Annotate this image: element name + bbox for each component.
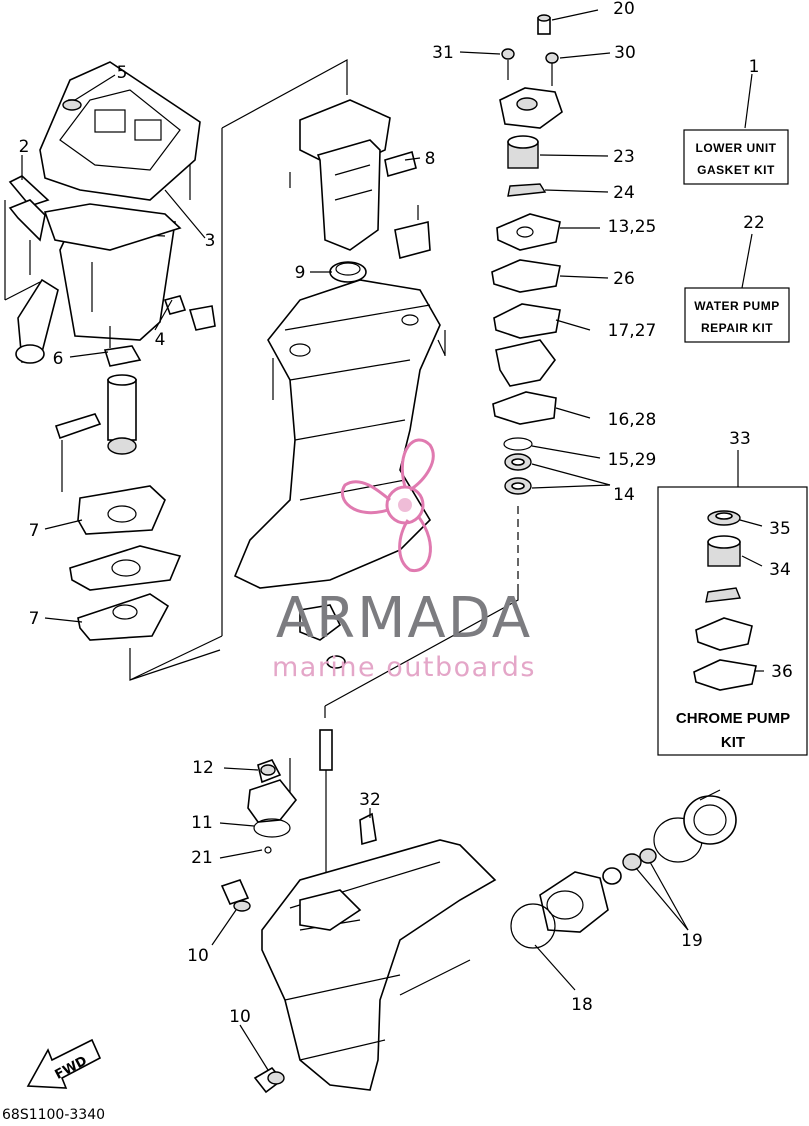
label-5: 5 <box>117 63 128 83</box>
label-32: 32 <box>359 790 381 810</box>
assembly-frame-lines <box>129 58 348 718</box>
label-3: 3 <box>205 231 216 251</box>
label-22: 22 <box>743 213 765 233</box>
fwd-arrow-icon: FWD <box>26 1038 102 1089</box>
label-34: 34 <box>769 560 791 580</box>
lower-unit-kit-line2: GASKET KIT <box>697 163 775 177</box>
exhaust-guide-assembly <box>4 61 221 681</box>
propeller-logo-icon <box>341 438 435 572</box>
label-23: 23 <box>613 147 635 167</box>
label-36: 36 <box>771 662 793 682</box>
drawing-code: 68S1100-3340 <box>2 1107 105 1121</box>
chrome-kit-line2: KIT <box>721 734 745 751</box>
label-16-28: 16,28 <box>608 410 657 430</box>
label-2: 2 <box>19 137 30 157</box>
label-10-upper: 10 <box>187 946 209 966</box>
label-11: 11 <box>191 813 213 833</box>
label-15-29: 15,29 <box>608 450 657 470</box>
leader-lines <box>21 9 753 623</box>
upper-casing <box>233 99 446 669</box>
label-13-25: 13,25 <box>608 217 657 237</box>
lower-unit-gasket-kit-box: LOWER UNIT GASKET KIT <box>683 129 789 185</box>
water-pump-kit-line1: WATER PUMP <box>694 299 779 313</box>
label-19: 19 <box>681 931 703 951</box>
label-9: 9 <box>295 263 306 283</box>
chrome-pump-kit-box: CHROME PUMP KIT <box>657 486 808 756</box>
lower-unit-gearcase <box>220 729 737 1094</box>
label-30: 30 <box>614 43 636 63</box>
lower-leader-lines <box>211 767 689 1071</box>
watermark-tagline: marine outboards <box>272 652 536 683</box>
label-18: 18 <box>571 995 593 1015</box>
label-26: 26 <box>613 269 635 289</box>
water-pump-repair-kit-box: WATER PUMP REPAIR KIT <box>684 287 790 343</box>
label-21: 21 <box>191 848 213 868</box>
label-12: 12 <box>192 758 214 778</box>
label-7-lower: 7 <box>29 609 40 629</box>
label-24: 24 <box>613 183 635 203</box>
label-7-upper: 7 <box>29 521 40 541</box>
water-pump-parts <box>324 14 563 707</box>
chrome-kit-line1: CHROME PUMP <box>676 710 790 727</box>
lower-unit-kit-line1: LOWER UNIT <box>696 141 777 155</box>
label-14: 14 <box>613 485 635 505</box>
label-4: 4 <box>155 330 166 350</box>
armada-watermark: ARMADA marine outboards <box>272 438 536 683</box>
label-8: 8 <box>425 149 436 169</box>
label-17-27: 17,27 <box>608 321 657 341</box>
label-35: 35 <box>769 519 791 539</box>
watermark-brand: ARMADA <box>276 586 532 651</box>
label-33: 33 <box>729 429 751 449</box>
label-10-lower: 10 <box>229 1007 251 1027</box>
label-20: 20 <box>613 0 635 19</box>
label-1: 1 <box>749 57 760 77</box>
label-6: 6 <box>53 349 64 369</box>
label-31: 31 <box>432 43 454 63</box>
water-pump-kit-line2: REPAIR KIT <box>701 321 773 335</box>
part-number-labels: 5 2 3 4 6 7 7 8 9 20 31 30 1 23 24 13,25… <box>19 0 793 1027</box>
